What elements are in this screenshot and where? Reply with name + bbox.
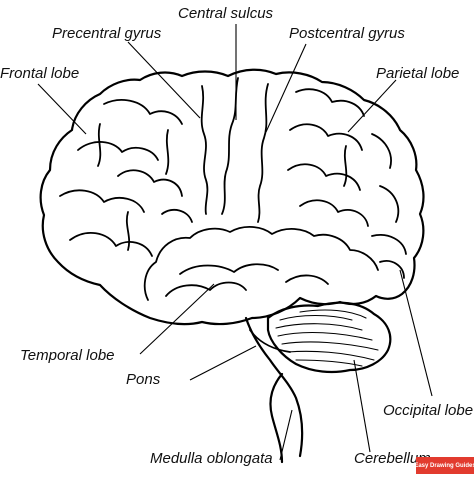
leader-medulla-oblongata xyxy=(279,409,293,461)
brainstem-outline xyxy=(244,316,304,464)
label-frontal-lobe: Frontal lobe xyxy=(0,65,80,82)
label-parietal-lobe: Parietal lobe xyxy=(376,65,460,82)
leader-postcentral-gyrus xyxy=(265,43,307,133)
leader-cerebellum xyxy=(353,359,371,453)
lateral-fissure xyxy=(143,226,379,301)
label-postcentral-gyrus: Postcentral gyrus xyxy=(289,25,405,42)
leader-precentral-gyrus xyxy=(127,41,201,119)
leader-frontal-lobe xyxy=(37,83,87,135)
leader-occipital-lobe xyxy=(399,269,433,397)
label-cerebellum: Cerebellum xyxy=(354,450,431,467)
label-central-sulcus: Central sulcus xyxy=(178,5,274,22)
label-temporal-lobe: Temporal lobe xyxy=(20,347,115,364)
leader-temporal-lobe xyxy=(139,283,215,355)
label-medulla-oblongata: Medulla oblongata xyxy=(150,450,273,467)
label-occipital-lobe: Occipital lobe xyxy=(383,402,474,419)
label-pons: Pons xyxy=(126,371,161,388)
brand-logo: Easy Drawing Guides xyxy=(414,457,474,474)
leader-parietal-lobe xyxy=(347,79,397,133)
leader-pons xyxy=(189,345,257,381)
cerebellum-outline xyxy=(266,301,392,374)
pons-outline xyxy=(249,329,291,353)
label-precentral-gyrus: Precentral gyrus xyxy=(52,25,162,42)
